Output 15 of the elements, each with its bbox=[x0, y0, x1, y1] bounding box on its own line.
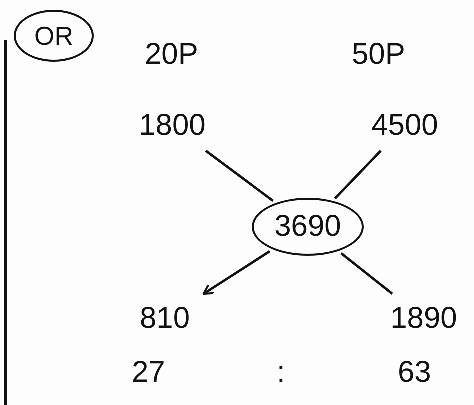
number-text: 4500 bbox=[350, 105, 460, 147]
number-text: 1890 bbox=[375, 298, 473, 340]
arrow bbox=[202, 250, 271, 296]
coin-label: 50P bbox=[352, 38, 406, 72]
connector-line bbox=[205, 150, 274, 202]
number-text: 1800 bbox=[125, 105, 220, 147]
connector-line bbox=[334, 150, 382, 200]
ratio-number: 27 bbox=[132, 356, 166, 390]
ratio-colon: : bbox=[277, 356, 286, 390]
connector-line bbox=[340, 252, 394, 295]
circled-total: 3690 bbox=[252, 198, 364, 256]
coin-label: 20P bbox=[145, 38, 198, 72]
ratio-number: 63 bbox=[398, 356, 432, 390]
number-text: 810 bbox=[125, 298, 205, 340]
circled-text: OR bbox=[14, 10, 94, 62]
